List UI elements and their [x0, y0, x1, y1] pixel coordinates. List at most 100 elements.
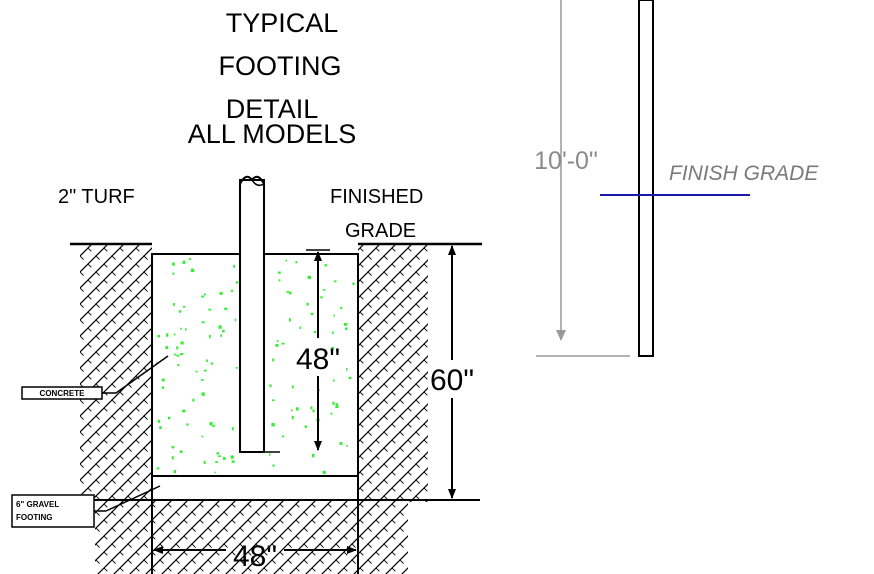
- concrete-speckle: [201, 392, 205, 396]
- drawing-title: TYPICAL FOOTING DETAIL ALL MODELS: [188, 8, 357, 149]
- concrete-speckle: [203, 461, 206, 464]
- concrete-speckle: [195, 370, 198, 373]
- concrete-speckle: [185, 328, 187, 331]
- concrete-speckle: [292, 385, 294, 389]
- gravel-callout: 6" GRAVEL FOOTING: [11, 485, 161, 528]
- concrete-speckle: [201, 295, 205, 298]
- concrete-speckle: [166, 333, 169, 337]
- concrete-speckle: [216, 452, 220, 455]
- concrete-speckle: [324, 264, 328, 267]
- concrete-speckle: [201, 321, 205, 324]
- concrete-speckle: [346, 445, 348, 447]
- gravel-layer: [151, 475, 359, 501]
- concrete-speckle: [289, 318, 291, 322]
- concrete-speckle: [173, 470, 177, 474]
- concrete-speckle: [322, 470, 326, 474]
- concrete-speckle: [165, 346, 169, 349]
- concrete-speckle: [310, 312, 314, 316]
- concrete-speckle: [190, 268, 195, 273]
- concrete-speckle: [268, 453, 271, 456]
- concrete-speckle: [179, 353, 184, 355]
- finish-grade-label: FINISH GRADE: [669, 162, 819, 185]
- title-line-4: ALL MODELS: [188, 119, 357, 149]
- concrete-speckle: [331, 331, 334, 334]
- concrete-speckle: [335, 403, 338, 407]
- concrete-speckle: [230, 455, 234, 459]
- concrete-speckle: [291, 415, 294, 420]
- concrete-speckle: [222, 457, 226, 460]
- concrete-speckle: [215, 461, 218, 463]
- concrete-speckle: [235, 281, 239, 284]
- gravel-tag-1: 6" GRAVEL: [16, 500, 59, 509]
- concrete-speckle: [176, 355, 180, 357]
- concrete-speckle: [217, 455, 222, 457]
- concrete-speckle: [204, 293, 206, 296]
- concrete-speckle: [285, 259, 288, 262]
- concrete-speckle: [161, 386, 165, 389]
- height-label: 10'-0": [534, 147, 598, 175]
- concrete-speckle: [168, 416, 171, 420]
- concrete-speckle: [208, 308, 212, 311]
- concrete-speckle: [291, 409, 293, 412]
- concrete-speckle: [161, 378, 165, 382]
- concrete-speckle: [157, 419, 161, 423]
- concrete-speckle: [218, 325, 222, 329]
- concrete-speckle: [173, 303, 175, 306]
- concrete-speckle: [220, 334, 222, 337]
- concrete-speckle: [209, 422, 213, 426]
- concrete-speckle: [331, 347, 334, 350]
- embed-depth-label: 48": [296, 343, 340, 376]
- concrete-speckle: [313, 331, 317, 333]
- concrete-speckle: [177, 364, 180, 367]
- concrete-speckle: [312, 409, 315, 413]
- concrete-speckle: [320, 296, 323, 299]
- concrete-speckle: [289, 291, 292, 295]
- concrete-speckle: [201, 435, 204, 438]
- concrete-speckle: [192, 398, 195, 402]
- concrete-speckle: [278, 279, 281, 282]
- concrete-speckle: [333, 314, 335, 317]
- concrete-speckle: [173, 333, 176, 336]
- concrete-speckle: [311, 453, 315, 458]
- total-depth-dimension: 60": [430, 243, 474, 501]
- concrete-speckle: [332, 401, 335, 405]
- finished-grade-label-1: FINISHED: [330, 186, 423, 208]
- concrete-callout: CONCRETE: [21, 355, 169, 400]
- concrete-speckle: [212, 425, 216, 427]
- concrete-speckle: [299, 326, 302, 329]
- concrete-speckle: [176, 346, 179, 350]
- concrete-speckle: [224, 307, 228, 311]
- concrete-speckle: [204, 369, 207, 372]
- concrete-speckle: [352, 282, 355, 285]
- concrete-speckle: [345, 327, 348, 330]
- concrete-speckle: [295, 261, 298, 264]
- concrete-speckle: [271, 423, 275, 427]
- concrete-speckle: [348, 376, 352, 380]
- concrete-speckle: [235, 367, 238, 369]
- concrete-speckle: [157, 335, 161, 338]
- concrete-speckle: [180, 327, 182, 330]
- gravel-tag-2: FOOTING: [16, 513, 52, 522]
- concrete-speckle: [281, 435, 285, 438]
- concrete-speckle: [334, 280, 337, 283]
- concrete-speckle: [172, 272, 175, 275]
- elevation-view: 10'-0" FINISH GRADE: [534, 0, 819, 357]
- concrete-tag: CONCRETE: [40, 389, 86, 398]
- concrete-speckle: [182, 305, 186, 308]
- post: [239, 175, 265, 453]
- concrete-speckle: [310, 406, 313, 410]
- concrete-speckle: [156, 467, 160, 470]
- concrete-speckle: [286, 291, 290, 293]
- concrete-speckle: [182, 260, 186, 264]
- concrete-speckle: [188, 258, 192, 260]
- post-elevation: [638, 0, 654, 357]
- concrete-speckle: [171, 446, 175, 449]
- concrete-speckle: [340, 307, 343, 310]
- concrete-speckle: [180, 341, 184, 345]
- concrete-speckle: [210, 362, 213, 365]
- width-dimension: 48": [151, 500, 359, 574]
- concrete-speckle: [209, 334, 211, 339]
- concrete-speckle: [179, 450, 183, 453]
- concrete-speckle: [159, 426, 162, 430]
